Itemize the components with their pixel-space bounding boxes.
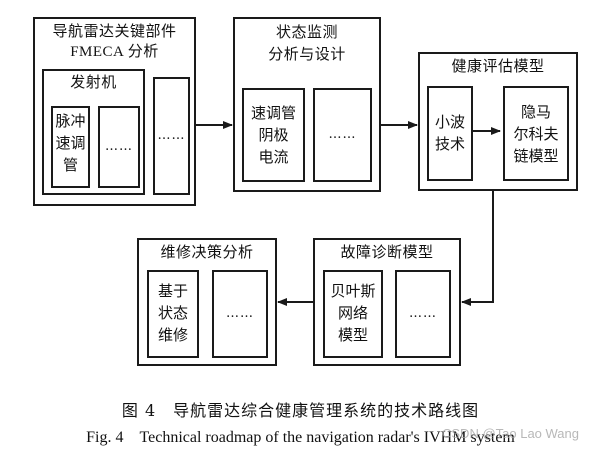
bayesian-line-2: 网络 — [337, 304, 368, 322]
pulse-klystron-line-2: 速调 — [55, 134, 86, 152]
ellipsis-text: …… — [226, 306, 254, 321]
other-diagnosis-box: …… — [395, 270, 451, 358]
wavelet-line-1: 小波 — [434, 113, 465, 131]
watermark: CSDN @Tao Lao Wang — [442, 426, 579, 441]
hmm-box: 隐马 尔科夫 链模型 — [503, 86, 569, 181]
other-monitoring-box: …… — [313, 88, 372, 182]
other-parts-box: …… — [153, 77, 190, 195]
maintenance-title: 维修决策分析 — [160, 243, 254, 261]
fault-diagnosis-box: 故障诊断模型 贝叶斯 网络 模型 …… — [313, 238, 461, 366]
cbm-line-3: 维修 — [157, 326, 188, 344]
bayesian-line-3: 模型 — [337, 326, 368, 344]
transmitter-group: 发射机 脉冲 速调 管 …… — [42, 69, 145, 195]
monitoring-title-line-2: 分析与设计 — [268, 45, 346, 63]
health-assessment-box: 健康评估模型 小波 技术 隐马 尔科夫 链模型 — [418, 52, 578, 191]
ellipsis-text: …… — [409, 306, 437, 321]
figure-caption-chinese: 图 4 导航雷达综合健康管理系统的技术路线图 — [121, 401, 480, 420]
health-assessment-title: 健康评估模型 — [451, 57, 545, 75]
monitoring-title-line-1: 状态监测 — [275, 23, 338, 41]
cathode-current-line-1: 速调管 — [250, 104, 296, 122]
cathode-current-line-2: 阴极 — [258, 126, 289, 144]
other-maintenance-box: …… — [212, 270, 268, 358]
arrow-health-to-diagnosis — [461, 191, 494, 306]
fault-diagnosis-title: 故障诊断模型 — [340, 243, 434, 261]
condition-monitoring-box: 状态监测 分析与设计 速调管 阴极 电流 …… — [233, 17, 381, 192]
bayesian-line-1: 贝叶斯 — [330, 282, 376, 300]
wavelet-box: 小波 技术 — [427, 86, 473, 181]
transmitter-other-components-box: …… — [98, 106, 140, 188]
fmeca-analysis-box: 导航雷达关键部件 FMECA 分析 发射机 脉冲 速调 管 …… …… — [33, 17, 196, 206]
klystron-cathode-current-box: 速调管 阴极 电流 — [242, 88, 305, 182]
transmitter-label: 发射机 — [70, 73, 117, 91]
figure-caption-english: Fig. 4 Technical roadmap of the navigati… — [86, 429, 515, 446]
wavelet-line-2: 技术 — [434, 135, 465, 153]
cbm-line-2: 状态 — [157, 304, 188, 322]
maintenance-decision-box: 维修决策分析 基于 状态 维修 …… — [137, 238, 277, 366]
pulse-klystron-line-3: 管 — [62, 156, 78, 174]
pulse-klystron-box: 脉冲 速调 管 — [51, 106, 90, 188]
ellipsis-text: …… — [157, 128, 186, 143]
pulse-klystron-line-1: 脉冲 — [55, 112, 86, 130]
hmm-line-1: 隐马 — [520, 103, 551, 121]
ellipsis-text: …… — [328, 127, 357, 142]
cathode-current-line-3: 电流 — [258, 148, 289, 166]
bayesian-network-box: 贝叶斯 网络 模型 — [323, 270, 383, 358]
cbm-line-1: 基于 — [157, 282, 188, 300]
condition-based-maintenance-box: 基于 状态 维修 — [147, 270, 199, 358]
fmeca-title-line-2: FMECA 分析 — [70, 44, 159, 60]
hmm-line-3: 链模型 — [513, 147, 559, 165]
hmm-line-2: 尔科夫 — [513, 125, 559, 143]
fmeca-title-line-1: 导航雷达关键部件 — [52, 22, 177, 40]
ellipsis-text: …… — [105, 139, 133, 154]
